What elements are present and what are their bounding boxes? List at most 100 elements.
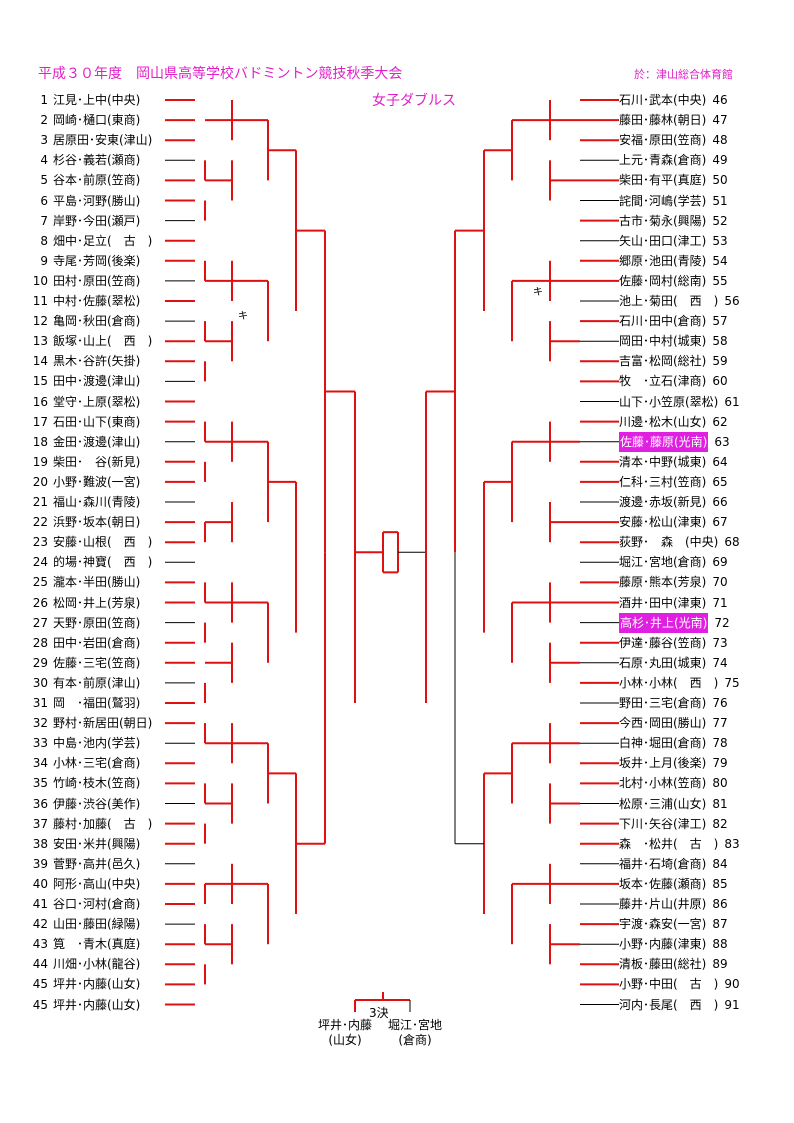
seed-number: 85 (712, 876, 728, 891)
seed-number: 47 (712, 113, 728, 128)
right-entry: 安福･原田(笠商)48 (619, 130, 732, 150)
right-entry: 小林･小林( 西 ) 75 (619, 673, 744, 693)
pair-name: 竹崎･枝木(笠商) (53, 776, 141, 791)
right-entry: 郷原･池田(青陵) 54 (619, 251, 732, 271)
seed-number: 39 (32, 856, 48, 871)
third-place-a-names: 坪井･内藤 (318, 1018, 373, 1032)
pair-name: 渡邊･赤坂(新見) (619, 495, 707, 509)
seed-number: 38 (32, 836, 48, 851)
pair-name: 岡田･中村(城東) (619, 334, 707, 349)
seed-number: 14 (32, 354, 48, 369)
seed-number: 82 (712, 816, 728, 831)
seed-number: 42 (32, 917, 48, 932)
seed-number: 45 (32, 977, 48, 992)
right-entry: 今西･岡田(勝山)77 (619, 713, 732, 733)
seed-number: 9 (40, 253, 48, 268)
right-entry: 小野･中田( 古 )90 (619, 974, 744, 994)
seed-number: 26 (32, 595, 48, 610)
right-entry: 佐藤･岡村(総南)55 (619, 271, 732, 291)
pair-name: 郷原･池田(青陵) (619, 253, 707, 268)
pair-name: 安田･米井(興陽) (53, 836, 141, 851)
right-entry: 福井･石埼(倉商)84 (619, 854, 732, 874)
pair-name: 上元･青森(倉商) (619, 153, 707, 168)
right-entry: 酒井･田中(津東)71 (619, 593, 732, 613)
pair-name: 柴田･ 谷(新見) (53, 454, 141, 469)
pair-name: 坂本･佐藤(瀬商) (619, 876, 707, 891)
seed-number: 51 (712, 193, 728, 208)
pair-name: 荻野･ 森 (中央) (619, 535, 719, 550)
pair-name: 吉富･松岡(総社) (619, 354, 707, 369)
seed-number: 6 (40, 193, 48, 208)
pair-name: 佐藤･藤原(光南) (619, 431, 709, 452)
right-entry: 藤原･熊本(芳泉)70 (619, 572, 732, 592)
pair-name: 清本･中野(城東) (619, 454, 707, 469)
seed-number: 27 (32, 615, 48, 630)
pair-name: 安藤･山根( 西 ) (53, 535, 153, 550)
pair-name: 有本･前原(津山) (53, 675, 141, 690)
seed-number: 46 (712, 93, 728, 107)
pair-name: 坂井･上月(後楽) (619, 756, 707, 771)
seed-number: 20 (32, 474, 48, 489)
right-entry: 詫間･河嶋(学芸)51 (619, 191, 732, 211)
seed-number: 75 (724, 675, 740, 690)
seed-number: 54 (712, 253, 728, 268)
seed-number: 15 (32, 374, 48, 389)
pair-name: 安藤･松山(津東) (619, 515, 707, 530)
pair-name: 小林･小林( 西 ) (619, 675, 719, 690)
pair-name: 阿形･高山(中央) (53, 876, 141, 891)
seed-number: 24 (32, 555, 48, 570)
right-entry: 矢山･田口(津工)53 (619, 231, 732, 251)
right-entry: 下川･矢谷(津工) 82 (619, 814, 732, 834)
pair-name: 白神･堀田(倉商) (619, 736, 707, 751)
pair-name: 野田･三宅(倉商) (619, 696, 707, 710)
right-entry: 清板･藤田(総社)89 (619, 954, 732, 974)
right-entry: 藤田･藤林(朝日)47 (619, 110, 732, 130)
seed-number: 7 (40, 213, 48, 228)
right-entry: 荻野･ 森 (中央)68 (619, 532, 744, 552)
pair-name: 天野･原田(笠商) (53, 615, 141, 630)
pair-name: 川邊･松木(山女) (619, 414, 707, 429)
seed-number: 33 (32, 736, 48, 751)
seed-number: 25 (32, 575, 48, 590)
venue-label: 於：津山総合体育館 (634, 68, 733, 81)
pair-name: 田中･岩田(倉商) (53, 635, 141, 650)
pair-name: 山下･小笠原(翠松) (619, 394, 719, 409)
pair-name: 佐藤･三宅(笠商) (53, 655, 141, 670)
right-entry: 牧 ･立石(津商)60 (619, 371, 732, 391)
seed-number: 58 (712, 334, 728, 349)
right-entry: 森 ･松井( 古 )83 (619, 834, 744, 854)
pair-name: 今西･岡田(勝山) (619, 716, 707, 731)
seed-number: 79 (712, 756, 728, 771)
seed-number: 4 (40, 153, 48, 168)
seed-number: 91 (724, 997, 740, 1012)
seed-number: 37 (32, 816, 48, 831)
third-place-entry-a: 坪井･内藤 (山女) (318, 1018, 372, 1048)
pair-name: 河内･長尾( 西 ) (619, 997, 719, 1012)
seed-number: 56 (724, 294, 740, 308)
right-entry: 清本･中野(城東) 64 (619, 452, 732, 472)
page-title: 平成３０年度 岡山県高等学校バドミントン競技秋季大会 (38, 66, 403, 82)
pair-name: 下川･矢谷(津工) (619, 816, 707, 831)
right-entry: 池上･菊田( 西 )56 (619, 291, 744, 311)
seed-number: 71 (712, 595, 728, 610)
seed-number: 64 (712, 454, 728, 469)
seed-number: 59 (712, 354, 728, 369)
pair-name: 江見･上中(中央) (53, 93, 141, 107)
seed-number: 11 (32, 294, 48, 308)
event-label: 女子ダブルス (372, 93, 456, 109)
pair-name: 石川･田中(倉商) (619, 314, 707, 329)
seed-number: 83 (724, 836, 740, 851)
seed-number: 21 (32, 495, 48, 509)
